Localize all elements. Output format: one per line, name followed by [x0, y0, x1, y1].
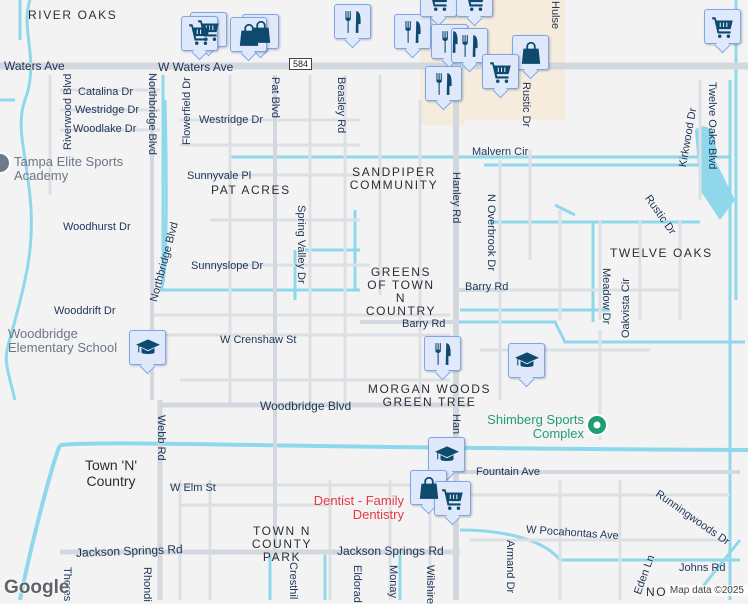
- area-partial: NO: [646, 585, 668, 599]
- street-hanley: Hanley Rd: [450, 172, 462, 224]
- street-johns: Johns Rd: [679, 562, 726, 574]
- street-pat-blvd: Pat Blvd: [269, 77, 281, 118]
- school-icon: [434, 442, 460, 468]
- shopping-cart-icon: [462, 0, 488, 13]
- shopping-cart-marker[interactable]: [482, 54, 519, 89]
- restaurant-marker[interactable]: [334, 4, 371, 39]
- shopping-cart-icon: [488, 59, 514, 85]
- street-cresthill: Cresthil: [287, 562, 299, 600]
- shopping-bag-marker[interactable]: [230, 17, 267, 52]
- area-morgan-woods: MORGAN WOODS GREEN TREE: [367, 382, 492, 409]
- shopping-bag-icon: [236, 22, 262, 48]
- area-river-oaks: RIVER OAKS: [28, 8, 118, 22]
- street-wooddrift: Wooddrift Dr: [54, 305, 116, 317]
- street-webb: Webb Rd: [155, 415, 167, 461]
- area-sandpiper: SANDPIPER COMMUNITY: [349, 165, 439, 192]
- street-beasley: Beasley Rd: [335, 77, 347, 134]
- shopping-bag-marker[interactable]: [512, 35, 549, 70]
- street-rustic-1: Rustic Dr: [520, 82, 532, 128]
- area-town-n-country: Town 'N' Country: [84, 457, 138, 489]
- street-elm: W Elm St: [170, 482, 216, 494]
- minor-roads: [48, 75, 730, 600]
- area-town-n-county-park: TOWN N COUNTY PARK: [251, 524, 313, 564]
- restaurant-icon: [457, 33, 483, 59]
- school-icon: [514, 348, 540, 374]
- lake: [695, 126, 735, 220]
- area-pat-acres: PAT ACRES: [211, 183, 291, 197]
- restaurant-marker[interactable]: [451, 28, 488, 63]
- shopping-cart-marker[interactable]: [420, 0, 457, 17]
- restaurant-icon: [340, 9, 366, 35]
- street-woodbridge: Woodbridge Blvd: [260, 399, 352, 413]
- shopping-bag-icon: [518, 40, 544, 66]
- shopping-bag-icon: [416, 475, 442, 501]
- street-armand: Armand Dr: [504, 540, 516, 594]
- street-meadow: Meadow Dr: [600, 268, 612, 325]
- shopping-cart-icon: [710, 14, 736, 40]
- street-rhonda: Rhondi: [141, 567, 153, 602]
- street-wilshire: Wilshire: [424, 565, 436, 604]
- street-sunnyslope: Sunnyslope Dr: [191, 260, 264, 272]
- poi-tampa-elite[interactable]: Tampa Elite Sports Academy: [14, 154, 124, 183]
- street-westridge-2: Westridge Dr: [199, 114, 263, 126]
- school-marker[interactable]: [129, 330, 166, 365]
- shopping-cart-marker[interactable]: [456, 0, 493, 17]
- street-crenshaw: W Crenshaw St: [220, 334, 297, 346]
- map-attribution[interactable]: Map data ©2025: [665, 585, 748, 596]
- street-malvern: Malvern Cir: [472, 146, 529, 158]
- restaurant-marker[interactable]: [424, 336, 461, 371]
- street-catalina: Catalina Dr: [78, 86, 134, 98]
- street-hanley-2: Han: [450, 414, 462, 435]
- street-woodhurst: Woodhurst Dr: [63, 221, 131, 233]
- street-northbridge-1: Northbridge Blvd: [146, 73, 158, 155]
- restaurant-icon: [400, 19, 426, 45]
- shopping-cart-icon: [187, 21, 213, 47]
- street-mornay: Monay: [387, 565, 399, 599]
- street-flowerfield: Flowerfield Dr: [181, 77, 193, 145]
- restaurant-icon: [431, 71, 457, 97]
- street-twelve-oaks-blvd: Twelve Oaks Blvd: [706, 82, 718, 170]
- street-overbrook: N Overbrook Dr: [485, 194, 497, 272]
- street-westridge-1: Westridge Dr: [75, 104, 139, 116]
- street-jackson-2: Jackson Springs Rd: [337, 544, 444, 558]
- school-marker[interactable]: [428, 437, 465, 472]
- school-icon: [135, 335, 161, 361]
- shopping-cart-marker[interactable]: [181, 16, 218, 51]
- street-jackson-1: Jackson Springs Rd: [75, 542, 183, 560]
- street-fountain: Fountain Ave: [476, 466, 541, 478]
- restaurant-icon: [430, 341, 456, 367]
- street-w-waters-ave: W Waters Ave: [158, 60, 234, 74]
- street-eldorado: Eldorad: [351, 565, 363, 603]
- street-riverwood: Riverwood Blvd: [62, 73, 74, 150]
- restaurant-marker[interactable]: [431, 24, 468, 59]
- area-twelve-oaks: TWELVE OAKS: [610, 246, 713, 260]
- poi-shimberg[interactable]: Shimberg Sports Complex: [487, 412, 584, 441]
- barry-rd-road: [360, 288, 505, 324]
- shopping-cart-marker[interactable]: [434, 481, 471, 516]
- street-hulse: Hulse: [549, 1, 561, 30]
- area-greens: GREENS OF TOWN N COUNTRY: [365, 265, 437, 318]
- shopping-cart-icon: [426, 0, 452, 13]
- street-barry-1: Barry Rd: [402, 318, 446, 330]
- restaurant-marker[interactable]: [425, 66, 462, 101]
- street-spring-valley: Spring Valley Dr: [295, 205, 307, 284]
- restaurant-marker[interactable]: [394, 14, 431, 49]
- shopping-cart-marker[interactable]: [704, 9, 741, 44]
- school-marker[interactable]: [508, 343, 545, 378]
- google-logo[interactable]: Google: [4, 577, 70, 598]
- street-waters-ave: Waters Ave: [4, 59, 65, 73]
- street-barry-2: Barry Rd: [465, 281, 509, 293]
- tampa-elite-pin: [0, 152, 11, 174]
- street-woodlake: Woodlake Dr: [73, 123, 137, 135]
- poi-woodbridge-elementary[interactable]: Woodbridge Elementary School: [8, 326, 118, 355]
- street-sunnyvale: Sunnyvale Pl: [187, 170, 252, 182]
- shopping-cart-icon: [440, 486, 466, 512]
- street-oakvista: Oakvista Cir: [620, 278, 632, 338]
- route-584-shield: 584: [289, 58, 313, 70]
- poi-dentist[interactable]: Dentist - Family Dentistry: [313, 493, 404, 522]
